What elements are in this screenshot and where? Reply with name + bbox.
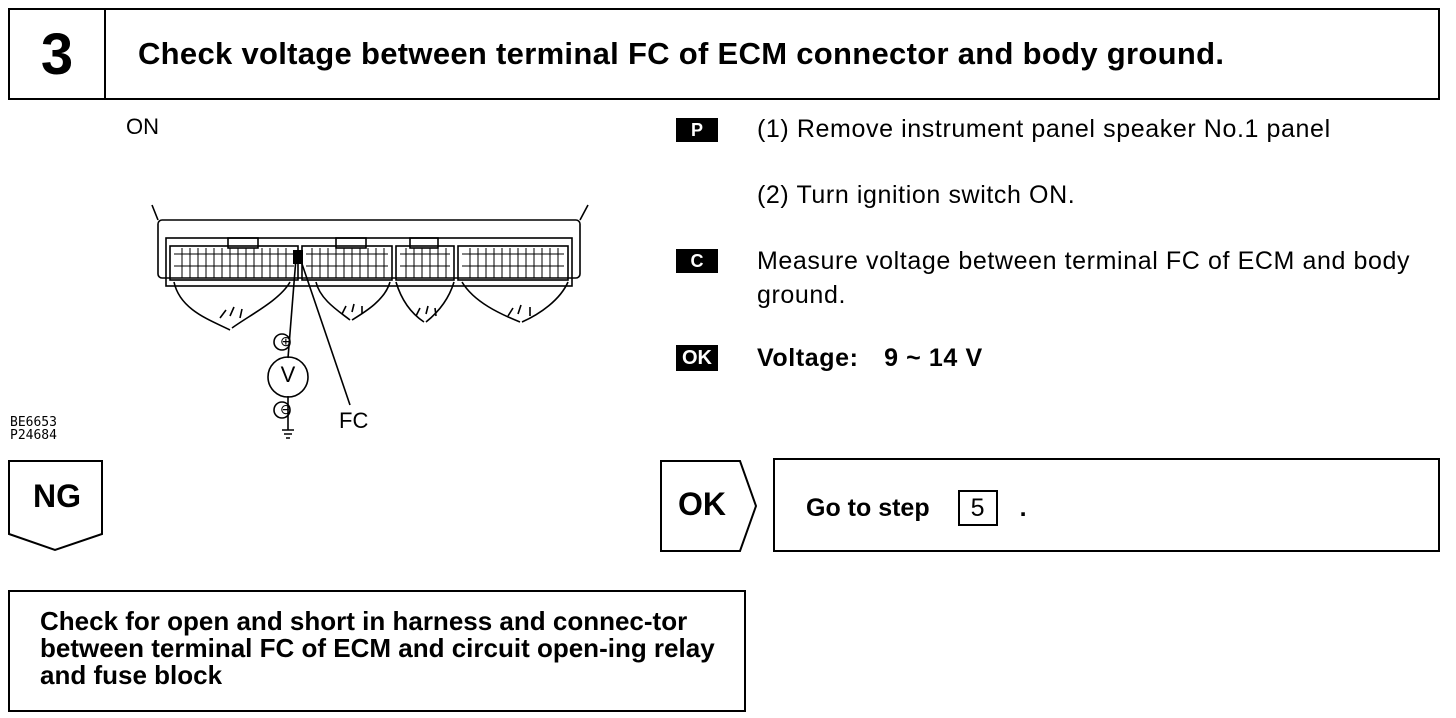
ecm-connector-diagram [151, 204, 589, 439]
step-reference: 5 [957, 490, 998, 526]
check-icon: C [676, 249, 718, 273]
prep-step-2: (2) Turn ignition switch ON. [757, 181, 1076, 209]
ok-label: OK [678, 486, 726, 522]
ng-action-text: Check for open and short in harness and … [40, 606, 715, 690]
ignition-on-label: ON [126, 114, 159, 139]
ok-icon: OK [676, 345, 718, 371]
ok-result-box [773, 458, 1440, 552]
ref-code-1: BE6653 [10, 415, 57, 430]
header-divider [104, 10, 106, 98]
prep-step-1: (1) Remove instrument panel speaker No.1… [757, 115, 1331, 143]
go-to-step: Go to step 5 . [806, 490, 1027, 526]
go-to-step-prefix: Go to step [806, 493, 930, 522]
voltmeter-label: V [280, 362, 296, 387]
ok-criteria-value: 9 ~ 14 V [884, 344, 983, 372]
ref-code-2: P24684 [10, 428, 57, 443]
go-to-step-suffix: . [1019, 493, 1027, 522]
plus-symbol: ⊕ [280, 333, 292, 349]
step-header: 3 Check voltage between terminal FC of E… [8, 8, 1440, 100]
ng-action-box [8, 590, 746, 712]
ng-branch-tag [8, 460, 103, 552]
ok-criteria: Voltage: 9 ~ 14 V [757, 341, 983, 375]
ok-criteria-label: Voltage: [757, 344, 859, 372]
check-text: Measure voltage between terminal FC of E… [757, 247, 1411, 309]
step-title: Check voltage between terminal FC of ECM… [138, 36, 1225, 71]
prep-icon: P [676, 118, 718, 142]
step-number: 3 [40, 21, 74, 87]
minus-symbol: ⊖ [280, 401, 292, 417]
fc-terminal-label: FC [339, 408, 369, 433]
ng-label: NG [33, 478, 81, 514]
ok-branch-tag [660, 460, 758, 552]
